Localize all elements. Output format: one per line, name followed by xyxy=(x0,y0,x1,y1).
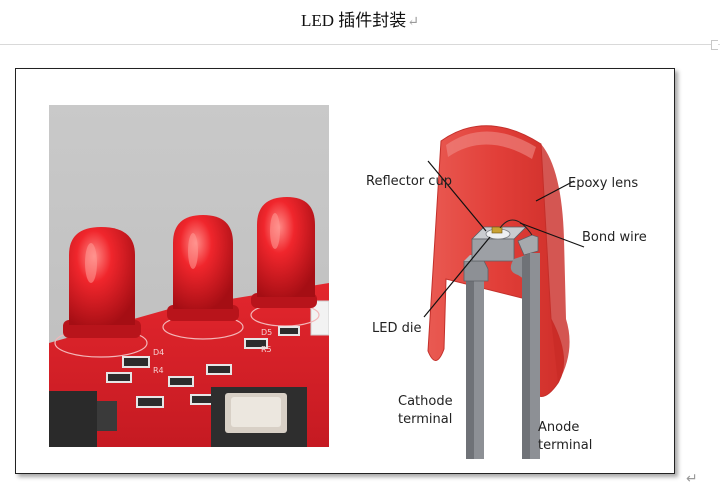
label-cathode-line1: Cathode xyxy=(398,394,453,409)
led-board-photo: R4 D4 R5 D5 xyxy=(49,105,329,447)
bond-wire-leader xyxy=(519,222,585,248)
silkscreen-r5: R5 xyxy=(261,345,272,354)
reflector-cup-leader xyxy=(427,160,487,232)
red-led-left xyxy=(63,227,141,338)
page-top-edge xyxy=(0,44,720,45)
silkscreen-d4: D4 xyxy=(153,348,164,357)
figure-frame[interactable]: R4 D4 R5 D5 xyxy=(15,68,675,474)
red-led-right xyxy=(251,197,317,308)
paragraph-mark-icon: ↵ xyxy=(407,15,420,30)
led-die-leader xyxy=(423,236,491,318)
push-button-component xyxy=(211,387,307,447)
red-led-center xyxy=(167,215,239,321)
label-reflector-cup: Reflector cup xyxy=(366,174,452,189)
label-anode-line1: Anode xyxy=(538,420,579,435)
trailing-paragraph-mark-icon: ↵ xyxy=(686,470,698,486)
label-led-die: LED die xyxy=(372,321,421,336)
silkscreen-r4: R4 xyxy=(153,366,164,375)
silkscreen-d5: D5 xyxy=(261,328,272,337)
anode-terminal-shape xyxy=(510,234,540,459)
dark-component xyxy=(49,391,97,447)
document-title: LED 插件封装↵ xyxy=(0,6,720,31)
label-anode-line2: terminal xyxy=(538,438,592,453)
smd-resistors xyxy=(106,326,300,408)
epoxy-lens-leader xyxy=(535,180,575,202)
bond-wire-shape xyxy=(499,219,533,236)
led-die-shape xyxy=(491,226,503,234)
page-corner-marker xyxy=(711,40,718,50)
title-text: LED 插件封装 xyxy=(300,11,407,30)
label-cathode-line2: terminal xyxy=(398,412,452,427)
label-epoxy-lens: Epoxy lens xyxy=(568,176,638,191)
label-bond-wire: Bond wire xyxy=(582,230,647,245)
led-cross-section-diagram: Reflector cup Epoxy lens Bond wire LED d… xyxy=(366,125,647,459)
